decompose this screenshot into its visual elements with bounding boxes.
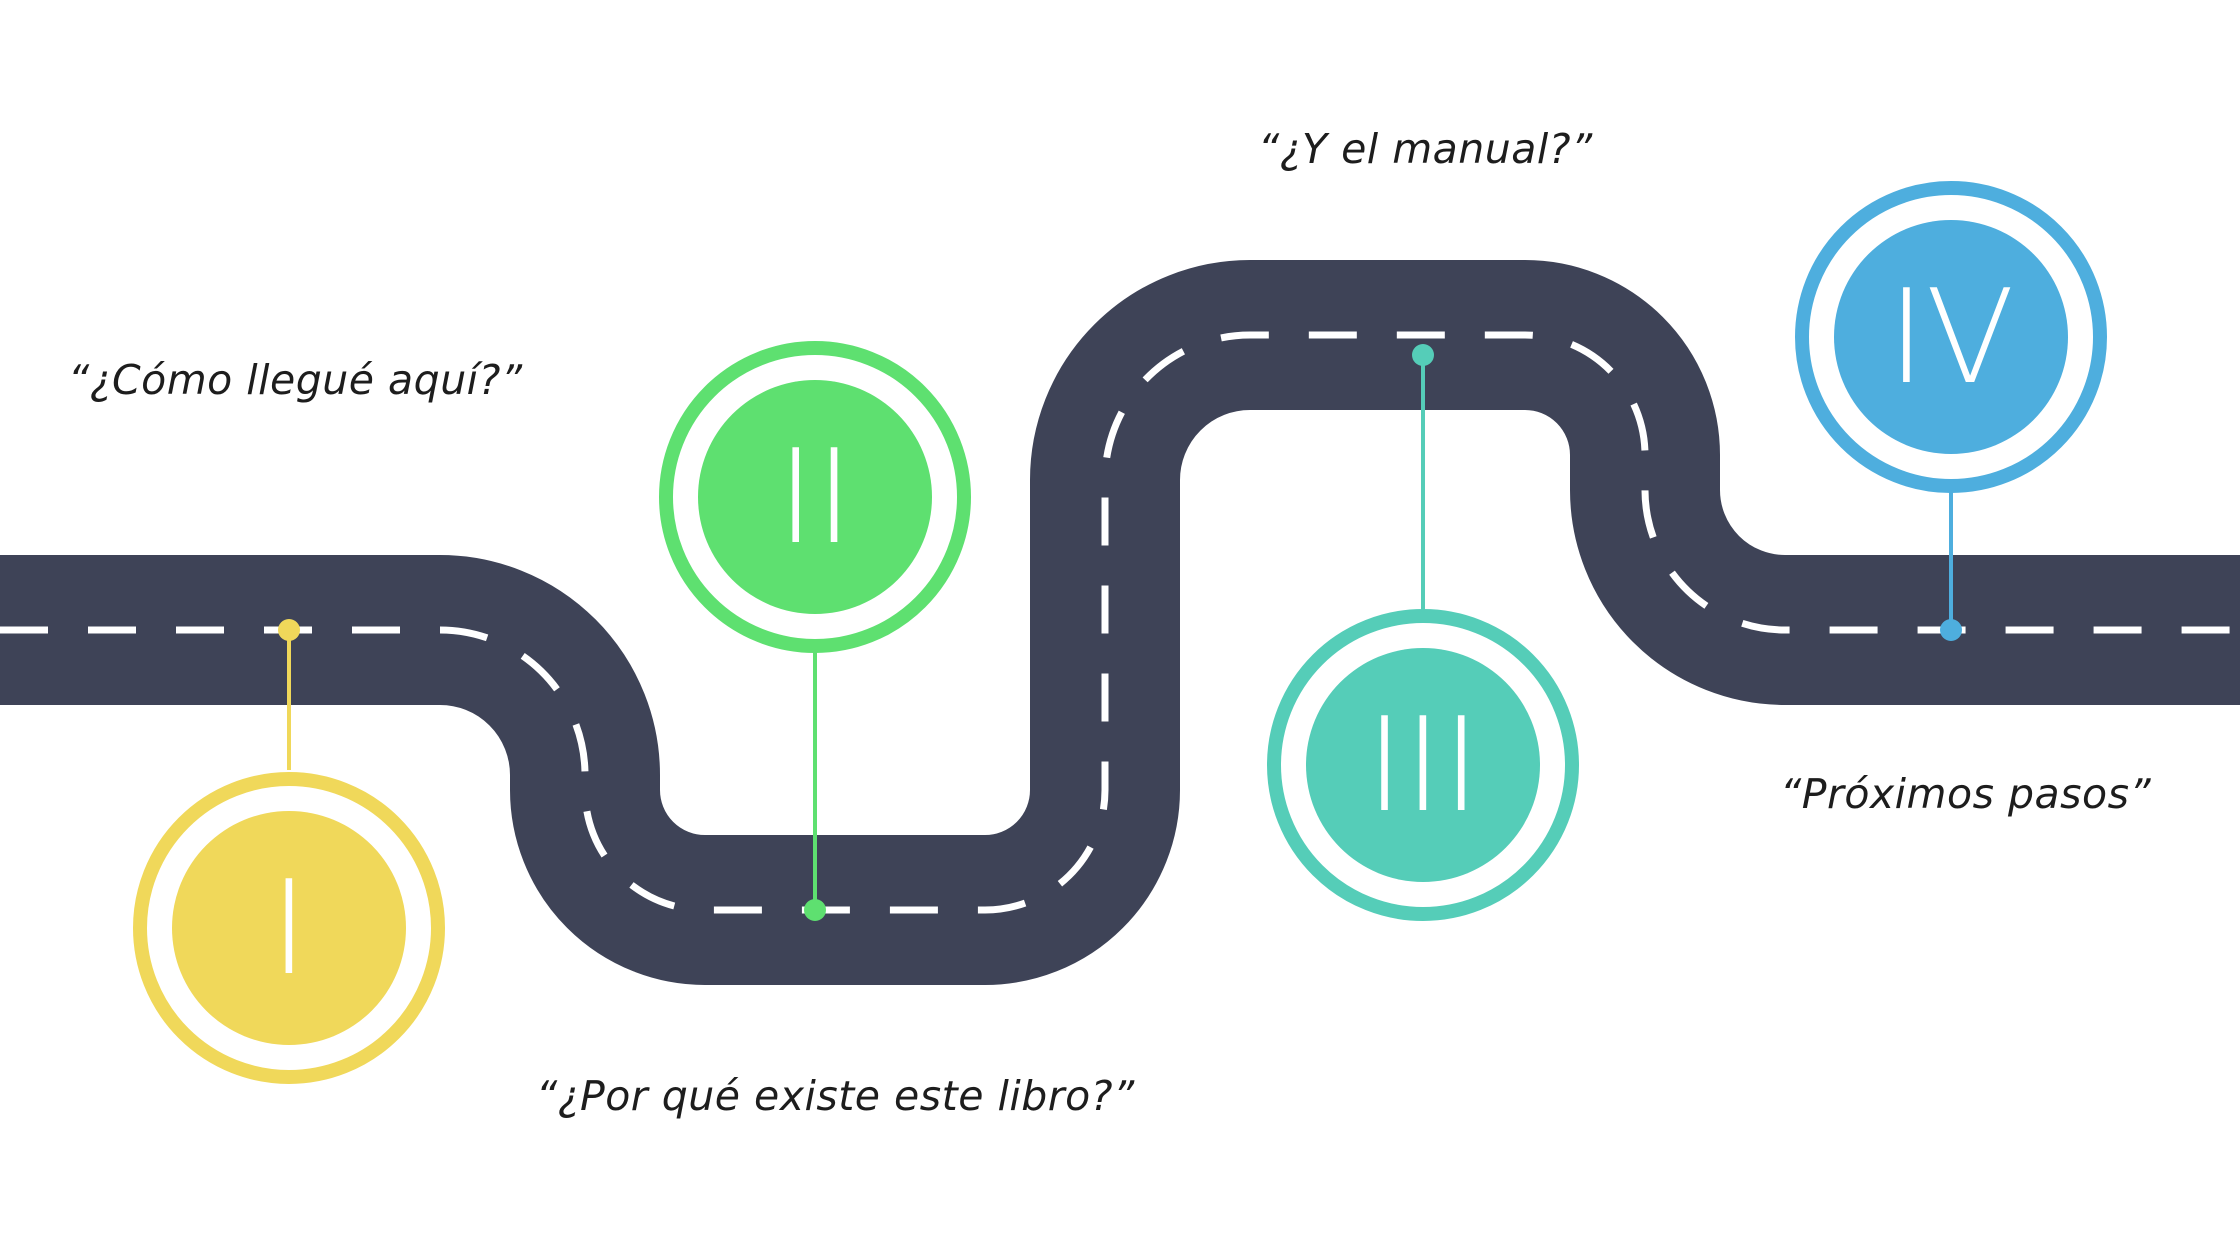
green-milestone-circle-icon (698, 380, 932, 614)
milestone-4-numeral: IV (1887, 261, 2014, 413)
milestone-4: IV (1795, 181, 2107, 641)
milestone-3: III (1267, 344, 1579, 921)
milestone-2: II (659, 341, 971, 921)
milestone-1-caption: “¿Cómo llegué aquí?” (68, 356, 523, 404)
road-surface (0, 260, 2240, 985)
milestone-1-numeral: I (270, 852, 308, 1004)
milestone-3-numeral: III (1365, 689, 1480, 841)
teal-milestone-circle-icon (1306, 648, 1540, 882)
road (0, 260, 2240, 985)
milestone-2-caption: “¿Por qué existe este libro?” (536, 1072, 1135, 1120)
milestone-2-pin (804, 899, 826, 921)
milestone-3-caption: “¿Y el manual?” (1258, 125, 1593, 173)
milestone-1: I (133, 619, 445, 1084)
milestone-4-pin (1940, 619, 1962, 641)
milestone-1-pin (278, 619, 300, 641)
milestone-4-caption: “Próximos pasos” (1780, 770, 2152, 818)
milestone-2-numeral: II (777, 421, 854, 573)
blue-milestone-circle-icon (1834, 220, 2068, 454)
yellow-milestone-circle-icon (172, 811, 406, 1045)
milestone-3-pin (1412, 344, 1434, 366)
